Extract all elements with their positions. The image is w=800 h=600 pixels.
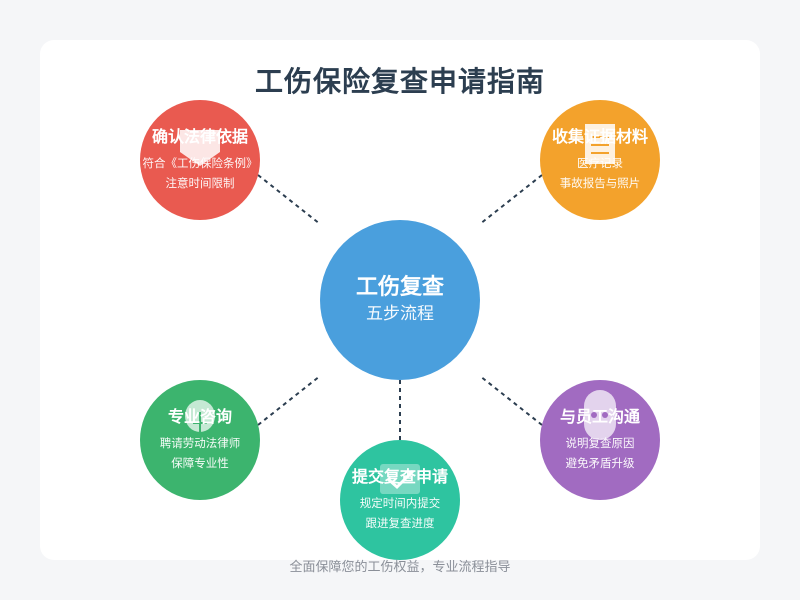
connector-communicate <box>479 375 543 426</box>
step-title: 收集证据材料 <box>551 127 648 146</box>
step-detail: 事故报告与照片 <box>559 176 641 190</box>
page-title: 工伤保险复查申请指南 <box>254 65 545 98</box>
shield-icon <box>180 130 220 166</box>
center-title: 工伤复查 <box>355 275 444 300</box>
checkmark-icon <box>380 464 420 494</box>
step-detail: 说明复查原因 <box>565 436 635 450</box>
step-submit-application: 提交复查申请 规定时间内提交 跟进复查进度 <box>340 440 460 560</box>
step-detail: 符合《工伤保险条例》 <box>142 156 258 170</box>
step-communicate-employee: 与员工沟通 说明复查原因 避免矛盾升级 <box>540 380 660 500</box>
footer-note: 全面保障您的工伤权益，专业流程指导 <box>289 560 511 575</box>
step-title: 确认法律依据 <box>151 127 248 146</box>
step-legal-basis: 确认法律依据 符合《工伤保险条例》 注意时间限制 <box>140 100 260 220</box>
step-title: 与员工沟通 <box>559 407 640 426</box>
step-detail: 保障专业性 <box>171 456 229 470</box>
step-collect-evidence: 收集证据材料 医疗记录 事故报告与照片 <box>540 100 660 220</box>
step-detail: 医疗记录 <box>577 156 623 170</box>
step-detail: 规定时间内提交 <box>359 496 441 510</box>
step-detail: 注意时间限制 <box>165 176 235 190</box>
step-detail: 聘请劳动法律师 <box>159 436 241 450</box>
connector-consult <box>257 375 321 426</box>
connector-evidence <box>479 174 543 225</box>
step-detail: 跟进复查进度 <box>365 516 435 530</box>
people-icon <box>584 390 616 440</box>
step-professional-consult: 专业咨询 聘请劳动法律师 保障专业性 <box>140 380 260 500</box>
center-subtitle: 五步流程 <box>366 304 434 324</box>
center-node: 工伤复查 五步流程 <box>320 220 480 380</box>
document-icon <box>585 124 615 164</box>
step-detail: 避免矛盾升级 <box>565 456 635 470</box>
step-title: 提交复查申请 <box>351 467 448 486</box>
step-title: 专业咨询 <box>167 407 232 426</box>
lawyer-icon <box>185 400 215 432</box>
connector-legal <box>257 174 321 225</box>
